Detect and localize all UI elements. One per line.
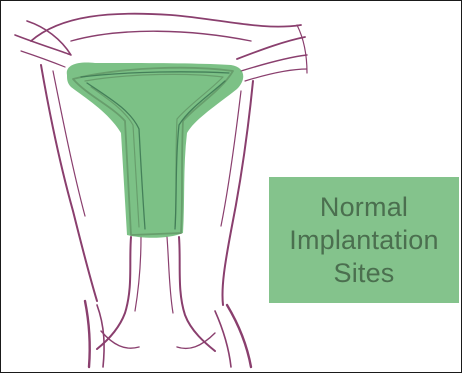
label-line-3: Sites xyxy=(333,257,394,290)
vagina-left xyxy=(85,301,90,367)
label-line-2: Implantation xyxy=(289,224,439,257)
cervix-right xyxy=(179,237,215,351)
cervix-right-inner xyxy=(167,237,173,313)
implantation-label-box: Normal Implantation Sites xyxy=(269,177,459,303)
right-tube-tip xyxy=(297,25,307,73)
left-tube-outline-2 xyxy=(21,51,65,67)
uterus-outer-top xyxy=(31,14,301,41)
cervix-left-inner xyxy=(135,237,141,311)
vagina-left-2 xyxy=(97,305,104,367)
right-tube-outline-3 xyxy=(245,69,307,81)
uterus-left-wall xyxy=(41,65,97,301)
vagina-right-2 xyxy=(215,311,231,367)
vagina-right xyxy=(227,305,251,367)
uterus-right-wall-inner xyxy=(221,91,241,226)
label-line-1: Normal xyxy=(320,191,408,224)
uterus-outer-top-2 xyxy=(71,31,251,41)
right-tube-outline-2 xyxy=(241,55,307,71)
left-tube-outline xyxy=(15,21,71,55)
